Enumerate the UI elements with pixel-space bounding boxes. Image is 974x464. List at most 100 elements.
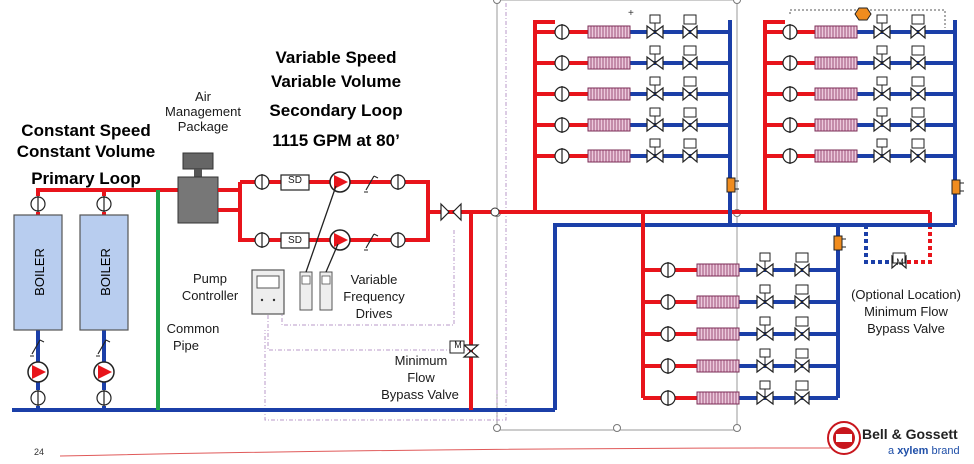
- valve-body: [682, 117, 698, 133]
- valve-body: [794, 294, 810, 310]
- bank-c-balancing-valve-icon: [794, 316, 810, 342]
- pump1-check-flow-icon: [364, 175, 379, 193]
- bank-a-branch-check-icon: [554, 117, 570, 133]
- valve-body: [910, 148, 926, 164]
- primary-title-1: Constant Speed: [21, 121, 151, 140]
- bank-b-balancing-valve-icon: [910, 107, 926, 133]
- valve-actuator: [876, 45, 888, 55]
- vfd-icon: [319, 271, 333, 311]
- bell-gossett-emblem-icon: [827, 421, 861, 455]
- secondary-return-header: [553, 223, 955, 410]
- pump1-icon: [329, 171, 351, 193]
- pump1-outlet-check: [390, 174, 406, 190]
- bank-b-coil-icon: [814, 118, 858, 132]
- valve-box: [683, 138, 697, 149]
- air-vent-neck: [194, 169, 202, 177]
- bell-gossett-logo: Bell & Gossett a xylem brand: [824, 418, 972, 462]
- bank-c-branch-check-icon: [660, 390, 676, 406]
- bank-a-coil-icon: [587, 87, 631, 101]
- common-pipe-label-2: Pipe: [172, 338, 200, 353]
- bank-b-coil-icon: [814, 25, 858, 39]
- switch-arm: [365, 233, 375, 249]
- bank-a-control-valve-icon: [646, 45, 664, 71]
- bank-c-coil-icon: [696, 327, 740, 341]
- bank-c-branch-check-icon: [660, 262, 676, 278]
- bank-c-dp-sensor-icon: [833, 235, 846, 251]
- valve-actuator: [876, 14, 888, 24]
- bank-b-control-valve-icon: [873, 107, 891, 133]
- brand-sub: a xylem brand: [888, 445, 960, 457]
- switch-tip: [373, 175, 379, 179]
- optional-location-label-1: (Optional Location): [851, 287, 961, 302]
- vfd1-lead: [305, 185, 337, 273]
- switch-tip: [105, 339, 111, 343]
- pump-arrow: [334, 175, 348, 189]
- air-mgmt-label-3: Package: [177, 119, 229, 134]
- vfd-label-1: Variable: [350, 272, 398, 287]
- bank-c-branch-group: [641, 240, 840, 406]
- valve-box: [683, 14, 697, 25]
- bypass-valve-body: [462, 344, 480, 358]
- vfd-display: [321, 275, 331, 285]
- valve-body: [794, 262, 810, 278]
- vfd-label-2: Frequency: [343, 289, 405, 304]
- valve-actuator: [876, 138, 888, 148]
- valve-body: [910, 117, 926, 133]
- bank-c-coil-icon: [696, 391, 740, 405]
- valve-box: [911, 138, 925, 149]
- bank-a-coil-icon: [587, 149, 631, 163]
- switch-arm: [365, 175, 375, 191]
- air-mgmt-label-1: Air: [195, 89, 211, 104]
- common-pipe-label-1: Common: [166, 321, 220, 336]
- tee-marker: [490, 207, 500, 217]
- valve-actuator: [649, 76, 661, 86]
- bypass-label-2: Flow: [407, 370, 435, 385]
- bank-b-control-valve-icon: [873, 45, 891, 71]
- bank-b-control-valve-icon: [873, 138, 891, 164]
- bank-c-control-valve-icon: [756, 316, 774, 342]
- bypass-label-3: Bypass Valve: [381, 387, 459, 402]
- valve-box: [795, 316, 809, 327]
- bank-c-balancing-valve-icon: [794, 380, 810, 406]
- pump-arrow: [98, 365, 112, 379]
- bank-b-branch-check-icon: [782, 24, 798, 40]
- bank-a-control-valve-icon: [646, 107, 664, 133]
- air-separator-icon: [177, 152, 219, 224]
- frame-handle: [613, 424, 621, 432]
- vfd-label-3: Drives: [355, 306, 393, 321]
- sensor-body: [833, 235, 843, 251]
- valve-actuator: [649, 107, 661, 117]
- bank-a-coil-icon: [587, 118, 631, 132]
- crosshair-mark: +: [628, 8, 634, 19]
- air-separator-body: [177, 176, 219, 224]
- valve-box: [683, 107, 697, 118]
- suction-diffuser-label-1: SD: [288, 175, 302, 186]
- bank-b-branch-check-icon: [782, 86, 798, 102]
- bank-a-branch-check-icon: [554, 148, 570, 164]
- boiler-icon: [13, 214, 63, 331]
- bank-b-control-valve-icon: [873, 76, 891, 102]
- frame-handle: [493, 424, 501, 432]
- pump-controller-label-2: Controller: [181, 288, 239, 303]
- bank-c-branch-check-icon: [660, 358, 676, 374]
- sensor-body: [951, 179, 961, 195]
- bank-c-balancing-valve-icon: [794, 252, 810, 278]
- controller-screen: [256, 275, 280, 289]
- valve-body: [910, 55, 926, 71]
- pump2-icon: [329, 229, 351, 251]
- bypass-label-1: Minimum: [394, 353, 448, 368]
- pump2-outlet-check: [390, 232, 406, 248]
- valve-body: [794, 326, 810, 342]
- valve-actuator: [876, 107, 888, 117]
- secondary-title-3: Secondary Loop: [269, 101, 403, 120]
- flow-rating: 1115 GPM at 80’: [272, 131, 400, 150]
- flow-meter-right: [452, 202, 462, 222]
- valve-body: [682, 24, 698, 40]
- valve-body: [794, 390, 810, 406]
- valve-actuator: [759, 348, 771, 358]
- valve-body: [910, 24, 926, 40]
- vfd-display: [301, 275, 311, 285]
- pump1-inlet-check: [254, 174, 270, 190]
